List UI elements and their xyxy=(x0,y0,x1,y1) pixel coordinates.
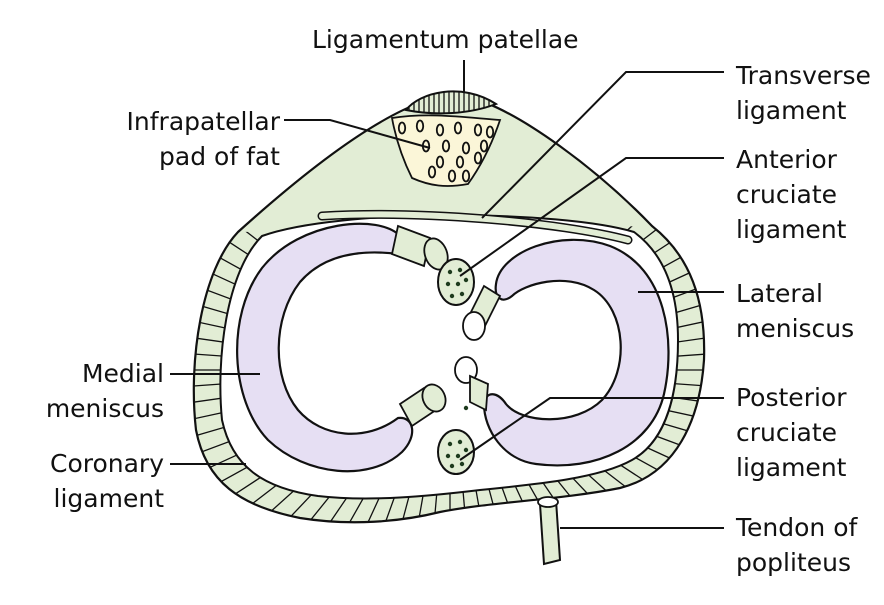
label-posterior-cruciate-ligament: Posterior cruciate ligament xyxy=(736,380,847,485)
label-transverse-ligament: Transverse ligament xyxy=(736,58,871,128)
label-tendon-of-popliteus: Tendon of popliteus xyxy=(736,510,857,580)
fat-lobule xyxy=(447,169,457,183)
medial-posterior-horn-end xyxy=(421,383,447,413)
leader-lines xyxy=(170,60,724,529)
label-line: cruciate xyxy=(736,180,838,209)
leader-posterior-cruciate xyxy=(459,397,724,461)
label-line: ligament xyxy=(736,453,847,482)
posterior-cruciate-ligament xyxy=(437,429,475,475)
label-infrapatellar-pad: Infrapatellar pad of fat xyxy=(114,104,280,174)
label-line: ligament xyxy=(736,215,847,244)
tendon-of-popliteus xyxy=(538,498,562,566)
fat-lobule xyxy=(473,151,483,165)
ligament-fibre-dot xyxy=(463,405,469,411)
label-line: Posterior xyxy=(736,383,847,412)
fat-lobule xyxy=(485,125,495,139)
label-line: ligament xyxy=(53,484,164,513)
medial-meniscus xyxy=(236,222,414,473)
fat-lobule xyxy=(435,155,445,169)
label-line: Transverse xyxy=(736,61,871,90)
leader-transverse-ligament xyxy=(481,71,724,219)
ligament-fibre-dot xyxy=(463,277,469,283)
ligament-fibre-dot xyxy=(459,291,465,297)
transverse-ligament-fill xyxy=(319,211,631,243)
fat-lobule xyxy=(461,169,471,183)
label-lateral-meniscus: Lateral meniscus xyxy=(736,276,854,346)
label-line: Infrapatellar xyxy=(126,107,280,136)
ligament-fibre-dot xyxy=(447,441,453,447)
label-line: Tendon of xyxy=(736,513,858,542)
fat-lobule xyxy=(479,139,489,153)
ligament-fibre-dot xyxy=(455,453,461,459)
anterior-cruciate-ligament xyxy=(437,258,475,306)
label-line: cruciate xyxy=(736,418,838,447)
leader-anterior-cruciate xyxy=(459,157,724,277)
fat-lobule xyxy=(453,121,463,135)
ligament-fibre-dot xyxy=(445,453,451,459)
label-medial-meniscus: Medial meniscus xyxy=(40,356,164,426)
ligament-fibre-dot xyxy=(449,293,455,299)
fat-lobule xyxy=(461,141,471,155)
lateral-anterior-horn-end xyxy=(462,311,486,341)
fat-lobule xyxy=(441,139,451,153)
tendon-cut-end xyxy=(537,496,559,508)
label-line: Anterior xyxy=(736,145,837,174)
label-anterior-cruciate-ligament: Anterior cruciate ligament xyxy=(736,142,846,247)
label-ligamentum-patellae: Ligamentum patellae xyxy=(312,22,579,57)
label-line: meniscus xyxy=(736,314,855,343)
ligament-fibre-dot xyxy=(457,267,463,273)
fat-lobule xyxy=(415,119,425,133)
ligament-fibre-dot xyxy=(447,269,453,275)
fat-lobule xyxy=(397,121,407,135)
ligament-fibre-dot xyxy=(455,281,461,287)
ligament-fibre-dot xyxy=(445,281,451,287)
fat-lobule xyxy=(427,165,437,179)
ligament-fibre-dot xyxy=(459,461,465,467)
label-line: ligament xyxy=(736,96,847,125)
fat-lobule xyxy=(473,123,483,137)
label-coronary-ligament: Coronary ligament xyxy=(40,446,164,516)
fat-lobule xyxy=(455,155,465,169)
label-line: Ligamentum patellae xyxy=(312,25,579,54)
label-line: meniscus xyxy=(45,394,164,423)
label-line: Coronary xyxy=(49,449,164,478)
label-line: pad of fat xyxy=(159,142,280,171)
label-line: popliteus xyxy=(736,548,851,577)
leader-infrapatellar-pad xyxy=(284,119,431,149)
medial-anterior-horn-attachment xyxy=(390,224,432,268)
fat-lobule xyxy=(435,123,445,137)
ligament-fibre-dot xyxy=(457,439,463,445)
lateral-posterior-horn-attachment xyxy=(469,374,489,412)
ligament-fibre-dot xyxy=(449,463,455,469)
label-line: Lateral xyxy=(736,279,823,308)
ligament-fibre-dot xyxy=(463,447,469,453)
label-line: Medial xyxy=(81,359,164,388)
